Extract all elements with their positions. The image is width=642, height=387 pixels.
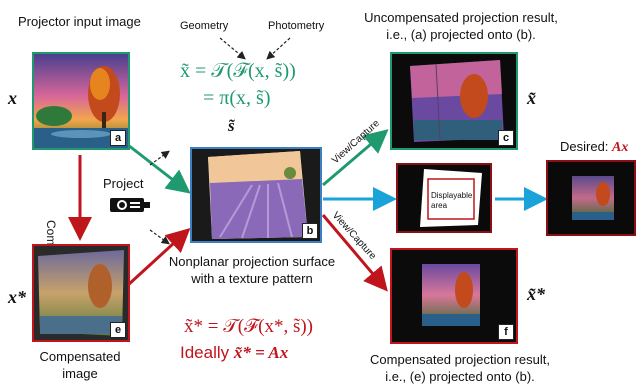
desired-expression: Ax xyxy=(612,140,629,155)
arrow-project-down xyxy=(149,229,170,245)
red-equation-line1: x̃* = 𝒯(ℱ(x*, s̃)) xyxy=(184,316,313,337)
panel-displayable-area: Displayable area xyxy=(396,163,492,233)
s-tilde-symbol: s̃ xyxy=(228,116,235,135)
x-tilde-star-symbol: x̃* xyxy=(527,284,545,304)
green-equation-line1: x̃ = 𝒯(ℱ(x, s̃)) xyxy=(180,60,296,82)
panel-letter-b: b xyxy=(302,223,318,239)
arrow-a-to-b xyxy=(127,143,191,194)
compensated-result-title-line1: Compensated projection result, xyxy=(370,352,550,367)
panel-a-input-image: a xyxy=(32,52,130,150)
arrow-photometry xyxy=(266,37,291,60)
uncompensated-result-art xyxy=(410,60,504,142)
green-equation-line2: = π(x, s̃) xyxy=(203,87,271,109)
projection-surface-art xyxy=(208,151,308,239)
ideally-expression: x̃* = Ax xyxy=(233,343,289,362)
photometry-label: Photometry xyxy=(268,20,325,32)
uncompensated-title-line1: Uncompensated projection result, xyxy=(364,10,558,25)
panel-letter-f: f xyxy=(498,324,514,340)
displayable-label-line1: Displayable xyxy=(431,191,473,200)
panel-letter-c: c xyxy=(498,130,514,146)
desired-text: Desired: xyxy=(560,139,609,154)
input-image-art xyxy=(34,54,128,148)
desired-result-art xyxy=(572,176,614,220)
compensated-result-title-line2: i.e., (e) projected onto (b). xyxy=(385,369,535,384)
x-star-symbol: x* xyxy=(8,287,26,307)
arrow-e-to-b xyxy=(126,227,191,287)
arrow-geometry xyxy=(219,37,246,60)
arrow-b-to-f xyxy=(321,214,388,292)
geometry-label: Geometry xyxy=(180,20,229,32)
x-tilde-symbol: x̃ xyxy=(527,88,536,108)
arrow-b-to-c xyxy=(322,129,389,187)
x-symbol: x xyxy=(8,88,17,108)
panel-b-projection-surface: b xyxy=(190,147,322,243)
project-label: Project xyxy=(103,176,144,191)
panel-c-uncompensated-result: c xyxy=(390,52,518,150)
panel-letter-a: a xyxy=(110,130,126,146)
panel-e-compensated-image: e xyxy=(32,244,130,342)
displayable-label-line2: area xyxy=(431,201,448,210)
compensated-result-art xyxy=(422,264,480,326)
panel-letter-e: e xyxy=(110,322,126,338)
projector-icon xyxy=(110,198,150,212)
panel-f-compensated-result: f xyxy=(390,248,518,344)
panel-desired-result xyxy=(546,160,636,236)
ideally-text: Ideally xyxy=(180,343,234,362)
arrow-project-up xyxy=(149,150,170,166)
desired-label: Desired: Ax xyxy=(560,139,628,156)
displayable-shape xyxy=(420,169,482,227)
input-image-title: Projector input image xyxy=(18,14,141,29)
red-equation-line2: Ideally x̃* = Ax xyxy=(180,343,288,363)
compensated-image-label-line2: image xyxy=(62,366,98,381)
compensated-image-label-line1: Compensated xyxy=(39,349,121,364)
surface-caption-line1: Nonplanar projection surface xyxy=(168,254,336,269)
uncompensated-title-line2: i.e., (a) projected onto (b). xyxy=(386,27,536,42)
surface-caption-line2: with a texture pattern xyxy=(191,271,313,286)
